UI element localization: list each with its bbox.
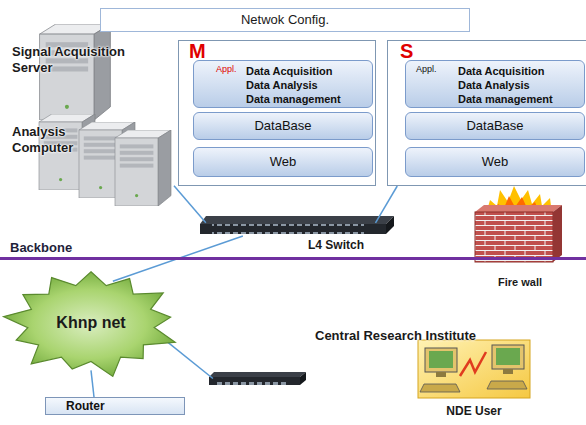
node-label: Data Analysis: [246, 78, 372, 92]
nde-user-picture: [418, 340, 530, 398]
node-label: NDE User: [418, 404, 530, 418]
node-label: L4 Switch: [308, 238, 364, 252]
keyboard: [487, 381, 527, 389]
central-switch-device: [209, 372, 306, 385]
switch-ports: [216, 377, 288, 385]
network-link: [376, 186, 398, 223]
router-box: Router: [45, 397, 185, 415]
screen: [429, 351, 453, 368]
node-label: Backbone: [10, 240, 72, 256]
l4-switch-device: [200, 216, 394, 234]
node-label: DataBase: [406, 113, 584, 139]
backbone: Backbone: [0, 240, 586, 262]
switch-side: [386, 216, 394, 234]
node-label: Fire wall: [498, 276, 542, 289]
switch-front: [200, 224, 386, 234]
switch-side: [300, 372, 306, 385]
node-label: Signal Acquisition Server: [12, 44, 142, 76]
server: Signal Acquisition Server: [12, 44, 142, 84]
node-label: Web: [406, 148, 584, 176]
lightning: [460, 352, 486, 376]
l4-switch: L4 Switch: [200, 214, 395, 254]
starburst-shape: [4, 272, 176, 377]
network-link: [91, 370, 94, 397]
slave-panel: SAppl. Data AcquisitionData AnalysisData …: [387, 40, 586, 186]
switch-ports: [212, 224, 364, 234]
node-label: DataBase: [194, 113, 372, 139]
web-box: Web: [193, 147, 373, 177]
node-label: S: [400, 40, 413, 62]
monitor: [425, 348, 457, 372]
node-label: Web: [194, 148, 372, 176]
node-label: Data Acquisition: [246, 64, 372, 78]
title-box: Netwok Config.: [100, 8, 470, 32]
wall-side: [553, 205, 562, 262]
node-label: M: [189, 40, 206, 62]
application-box: Appl. Data AcquisitionData AnalysisData m…: [405, 60, 585, 108]
node-label: Router: [46, 398, 184, 414]
firewall-picture: [475, 186, 562, 262]
monitor-stand: [436, 372, 446, 377]
node-label: Data Analysis: [458, 78, 584, 92]
database-box: DataBase: [405, 112, 585, 140]
node-label: Central Research Institute: [315, 328, 476, 344]
master-panel: M Appl. Data AcquisitionData AnalysisData …: [178, 40, 376, 186]
network-link: [174, 186, 206, 223]
monitor: [492, 345, 524, 369]
application-box: Appl. Data AcquisitionData AnalysisData m…: [193, 60, 373, 108]
nde-user: NDE User: [418, 340, 530, 420]
computer-tower: [115, 130, 171, 206]
backbone-line: [0, 257, 586, 260]
screen: [496, 348, 520, 365]
keyboard: [420, 384, 460, 392]
network-switch: Central Research Institute: [208, 370, 306, 387]
wall-top: [475, 205, 562, 212]
node-label: Appl.: [216, 64, 237, 74]
monitor-stand: [503, 369, 513, 374]
node-label: Analysis Computer: [12, 124, 88, 156]
node-label: Appl.: [416, 64, 437, 74]
switch-top: [209, 372, 306, 377]
firewall: Fire wall: [470, 186, 565, 292]
node-label: Data management: [458, 92, 584, 106]
node-label: Khnp net: [56, 314, 125, 332]
brick-wall: [475, 212, 553, 262]
switch-top: [200, 216, 394, 224]
web-box: Web: [405, 147, 585, 177]
computer: Analysis Computer: [12, 114, 174, 206]
switch-front: [209, 377, 300, 385]
network-cloud: Khnp net: [0, 268, 182, 378]
database-box: DataBase: [193, 112, 373, 140]
node-label: Data Acquisition: [458, 64, 584, 78]
picture-ground: [418, 340, 530, 398]
node-label: Data management: [246, 92, 372, 106]
